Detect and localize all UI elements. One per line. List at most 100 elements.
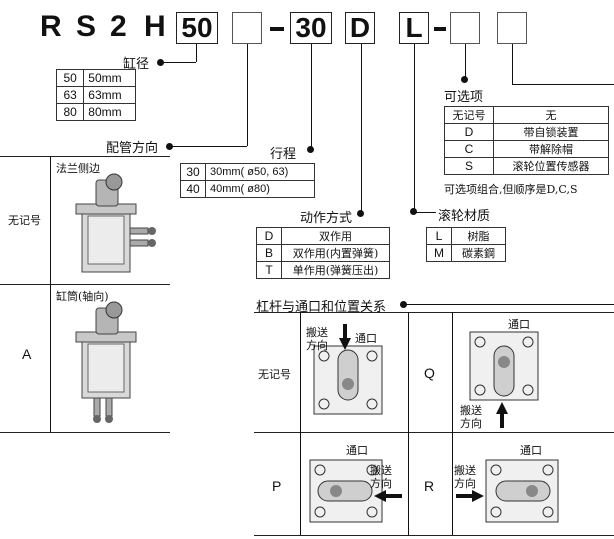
lever-code-none: 无记号: [258, 368, 291, 381]
lever-grid-mid: [254, 432, 614, 433]
roller-leader-h: [414, 212, 436, 213]
roller-title: 滚轮材质: [438, 209, 491, 224]
code-dash-2: [434, 27, 446, 31]
option-desc-c: 带解除帽: [493, 140, 609, 158]
code-char-s: S: [76, 10, 99, 43]
roller-code-m: M: [426, 244, 452, 262]
action-desc-t: 单作用(弹簧压出): [281, 261, 390, 279]
lever-default-transport: 搬送方向: [306, 326, 328, 352]
clamp-cylinder-axial-image: [75, 301, 137, 423]
lever-code-r: R: [424, 478, 435, 494]
option-code-s: S: [444, 157, 494, 175]
stroke-code-40: 40: [180, 180, 206, 198]
option-desc-d: 带自锁装置: [493, 123, 609, 141]
action-desc-b: 双作用(内置弹簧): [281, 244, 390, 262]
roller-desc-m: 碳素鋼: [451, 244, 506, 262]
lever-code-p: P: [272, 478, 282, 494]
lever-title: 杠杆与通口和位置关系: [256, 300, 387, 315]
roller-code-l: L: [426, 227, 452, 245]
stroke-title: 行程: [270, 147, 297, 162]
options-leader2-h: [512, 84, 614, 85]
roller-desc-l: 树脂: [451, 227, 506, 245]
table-row: 无记号无: [444, 106, 609, 124]
port-table-bottom: [0, 432, 170, 433]
options-leader-v: [465, 44, 466, 80]
action-desc-d: 双作用: [281, 227, 390, 245]
lever-p-port: 通口: [346, 444, 368, 457]
lever-diagram-p: [309, 459, 383, 523]
lever-leader-dot: [400, 301, 407, 308]
bore-code-63: 63: [55, 86, 85, 104]
lever-grid-v2: [408, 312, 409, 535]
action-title: 动作方式: [300, 211, 353, 226]
arrow-left-icon: [374, 490, 402, 502]
lever-p-transport: 搬送方向: [370, 464, 392, 490]
code-char-h: H: [144, 10, 168, 43]
options-leader2-v: [512, 44, 513, 84]
bore-value-63: 63mm: [83, 86, 136, 104]
lever-r-port: 通口: [520, 444, 542, 457]
lever-grid-v3: [452, 312, 453, 535]
port-title: 配管方向: [106, 141, 159, 156]
roller-code-box: L: [399, 12, 429, 44]
option-desc-none: 无: [493, 106, 609, 124]
port-desc-cylinder: 缸筒(轴向): [56, 290, 109, 303]
clamp-flange-side-image: [75, 173, 156, 273]
option1-code-box: [450, 12, 480, 44]
bore-code-80: 80: [55, 103, 85, 121]
bore-leader-h: [160, 62, 196, 63]
lever-q-port: 通口: [508, 318, 530, 331]
option-code-none: 无记号: [444, 106, 494, 124]
lever-r-transport: 搬送方向: [454, 464, 476, 490]
port-code-none: 无记号: [8, 214, 41, 227]
action-code-d: D: [256, 227, 282, 245]
lever-default-port: 通口: [355, 332, 377, 345]
option-code-d: D: [444, 123, 494, 141]
port-desc-flange: 法兰侧边: [56, 162, 100, 175]
arrow-right-icon: [456, 490, 484, 502]
lever-diagram-default: [313, 345, 383, 415]
port-table-divider: [50, 156, 51, 432]
bore-title: 缸径: [123, 57, 150, 72]
action-leader-dot: [357, 210, 364, 217]
lever-code-q: Q: [424, 365, 435, 381]
arrow-up-icon: [496, 402, 508, 428]
port-table-mid: [0, 284, 170, 285]
bore-leader-v: [196, 44, 197, 62]
options-leader-dot: [461, 76, 468, 83]
action-code-t: T: [256, 261, 282, 279]
lever-leader-h: [404, 304, 614, 305]
bore-leader-dot: [157, 59, 164, 66]
options-note: 可选项组合,但顺序是D,C,S: [444, 183, 578, 196]
stroke-leader-dot: [307, 146, 314, 153]
bore-code-box: 50: [176, 12, 218, 44]
code-char-r: R: [40, 10, 64, 43]
lever-grid-v1: [300, 312, 301, 535]
roller-leader-dot: [410, 208, 417, 215]
bore-value-50: 50mm: [83, 69, 136, 87]
action-code-b: B: [256, 244, 282, 262]
port-leader-h: [170, 146, 247, 147]
options-title: 可选项: [444, 90, 484, 105]
port-table-top: [0, 156, 170, 157]
action-leader-v: [361, 44, 362, 214]
port-leader-v: [247, 44, 248, 146]
action-code-box: D: [345, 12, 375, 44]
